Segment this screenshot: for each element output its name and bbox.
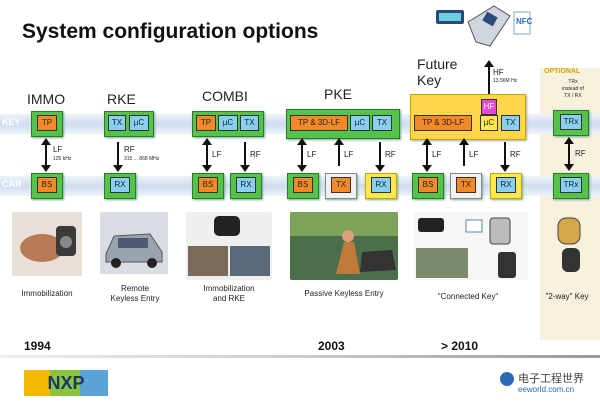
caption-combi: Immobilization and RKE — [203, 284, 255, 303]
future-lf1-label: LF — [432, 150, 442, 159]
immo-lf-arrow — [41, 138, 51, 172]
future-key-chip-tp3dlf: TP & 3D-LF — [414, 115, 472, 131]
optional-label: OPTIONAL — [544, 68, 581, 75]
hf-label: HF — [493, 68, 504, 77]
hf-sub: 13,56M Hz — [493, 78, 518, 84]
pke-lf2-label: LF — [344, 150, 354, 159]
pke-car-chip-rx: RX — [371, 177, 391, 193]
nfc-phone-illustration: NFC — [436, 5, 532, 47]
optional-rf-label: RF — [575, 149, 586, 158]
timeline-bar — [0, 355, 600, 358]
caption-immo: Immobilization — [21, 289, 73, 298]
pke-rf-label: RF — [385, 150, 396, 159]
future-lf1-arrow — [422, 138, 432, 172]
combi-lf-label: LF — [212, 150, 222, 159]
group-rke-title: RKE — [107, 91, 136, 107]
pke-key-chip-tx: TX — [372, 115, 392, 131]
rke-photo — [100, 212, 168, 274]
group-combi-title: COMBI — [202, 88, 248, 104]
future-car-chip-bs: BS — [418, 177, 438, 193]
immo-key-chip-tp: TP — [37, 115, 57, 131]
nxp-logo-text: NXP — [47, 373, 84, 393]
immo-car-chip-bs: BS — [37, 177, 57, 193]
year-1994: 1994 — [24, 339, 51, 353]
optional-subtitle: TRx instead of TX / RX — [562, 79, 584, 99]
pke-lf1-arrow — [297, 138, 307, 172]
watermark-text: 电子工程世界 — [518, 372, 584, 385]
group-immo-title: IMMO — [27, 91, 66, 107]
combi-car-chip-rx: RX — [236, 177, 256, 193]
optional-rf-arrow — [564, 137, 574, 171]
year-2003: 2003 — [318, 339, 345, 353]
combi-lf-arrow — [202, 138, 212, 172]
nfc-logo-text: NFC — [516, 17, 532, 26]
future-key-photo — [414, 212, 528, 280]
pke-car-chip-tx: TX — [331, 177, 351, 193]
watermark-icon — [500, 372, 514, 386]
caption-future: "Connected Key" — [437, 292, 499, 301]
pke-rf-arrow — [375, 142, 385, 172]
future-rf-label: RF — [510, 150, 521, 159]
pke-key-chip-tp3dlf: TP & 3D-LF — [290, 115, 348, 131]
optional-key-chip-trx: TRx — [560, 114, 582, 130]
group-pke-title: PKE — [324, 86, 353, 102]
car-band-label: CAR — [2, 179, 22, 189]
optional-photo — [548, 214, 594, 274]
future-key-chip-tx: TX — [501, 115, 520, 131]
combi-key-chip-uc: µC — [218, 115, 238, 131]
group-future-title: Future Key — [417, 56, 458, 88]
caption-rke: Remote Keyless Entry — [110, 284, 160, 303]
combi-rf-label: RF — [250, 150, 261, 159]
future-car-chip-rx: RX — [496, 177, 516, 193]
caption-optional: "2-way" Key — [545, 292, 589, 301]
rke-car-chip-rx: RX — [110, 177, 130, 193]
year-2010: > 2010 — [441, 339, 479, 353]
pke-lf2-arrow — [334, 138, 344, 166]
caption-pke: Passive Keyless Entry — [304, 289, 384, 298]
watermark-url: eeworld.com.cn — [518, 385, 575, 394]
future-key-chip-hf: HF — [481, 99, 497, 115]
watermark: 电子工程世界 eeworld.com.cn — [500, 370, 596, 400]
slide-title: System configuration options — [22, 20, 319, 43]
rke-key-chip-uc: µC — [129, 115, 149, 131]
rke-rf-arrow — [113, 142, 123, 172]
immo-photo — [12, 212, 82, 276]
combi-rf-arrow — [240, 142, 250, 172]
hf-arrow — [484, 60, 494, 104]
rke-link-sub: 315 ... 868 MHz — [124, 156, 160, 162]
future-lf2-arrow — [459, 138, 469, 166]
pke-photo — [290, 212, 398, 280]
combi-key-chip-tp: TP — [196, 115, 216, 131]
future-lf2-label: LF — [469, 150, 479, 159]
future-rf-arrow — [500, 142, 510, 172]
immo-link-label: LF — [53, 145, 63, 154]
pke-car-chip-bs: BS — [293, 177, 313, 193]
rke-key-chip-tx: TX — [108, 115, 126, 131]
pke-key-chip-uc: µC — [350, 115, 370, 131]
combi-car-chip-bs: BS — [198, 177, 218, 193]
key-band-label: KEY — [2, 117, 21, 127]
rke-link-label: RF — [124, 145, 135, 154]
immo-link-sub: 125 kHz — [53, 156, 72, 162]
optional-car-chip-trx: TRx — [560, 177, 582, 193]
combi-key-chip-tx: TX — [240, 115, 259, 131]
future-key-chip-uc: µC — [480, 115, 498, 131]
combi-photo — [186, 212, 272, 280]
future-car-chip-tx: TX — [456, 177, 476, 193]
nxp-logo: NXP — [24, 370, 108, 396]
pke-lf1-label: LF — [307, 150, 317, 159]
